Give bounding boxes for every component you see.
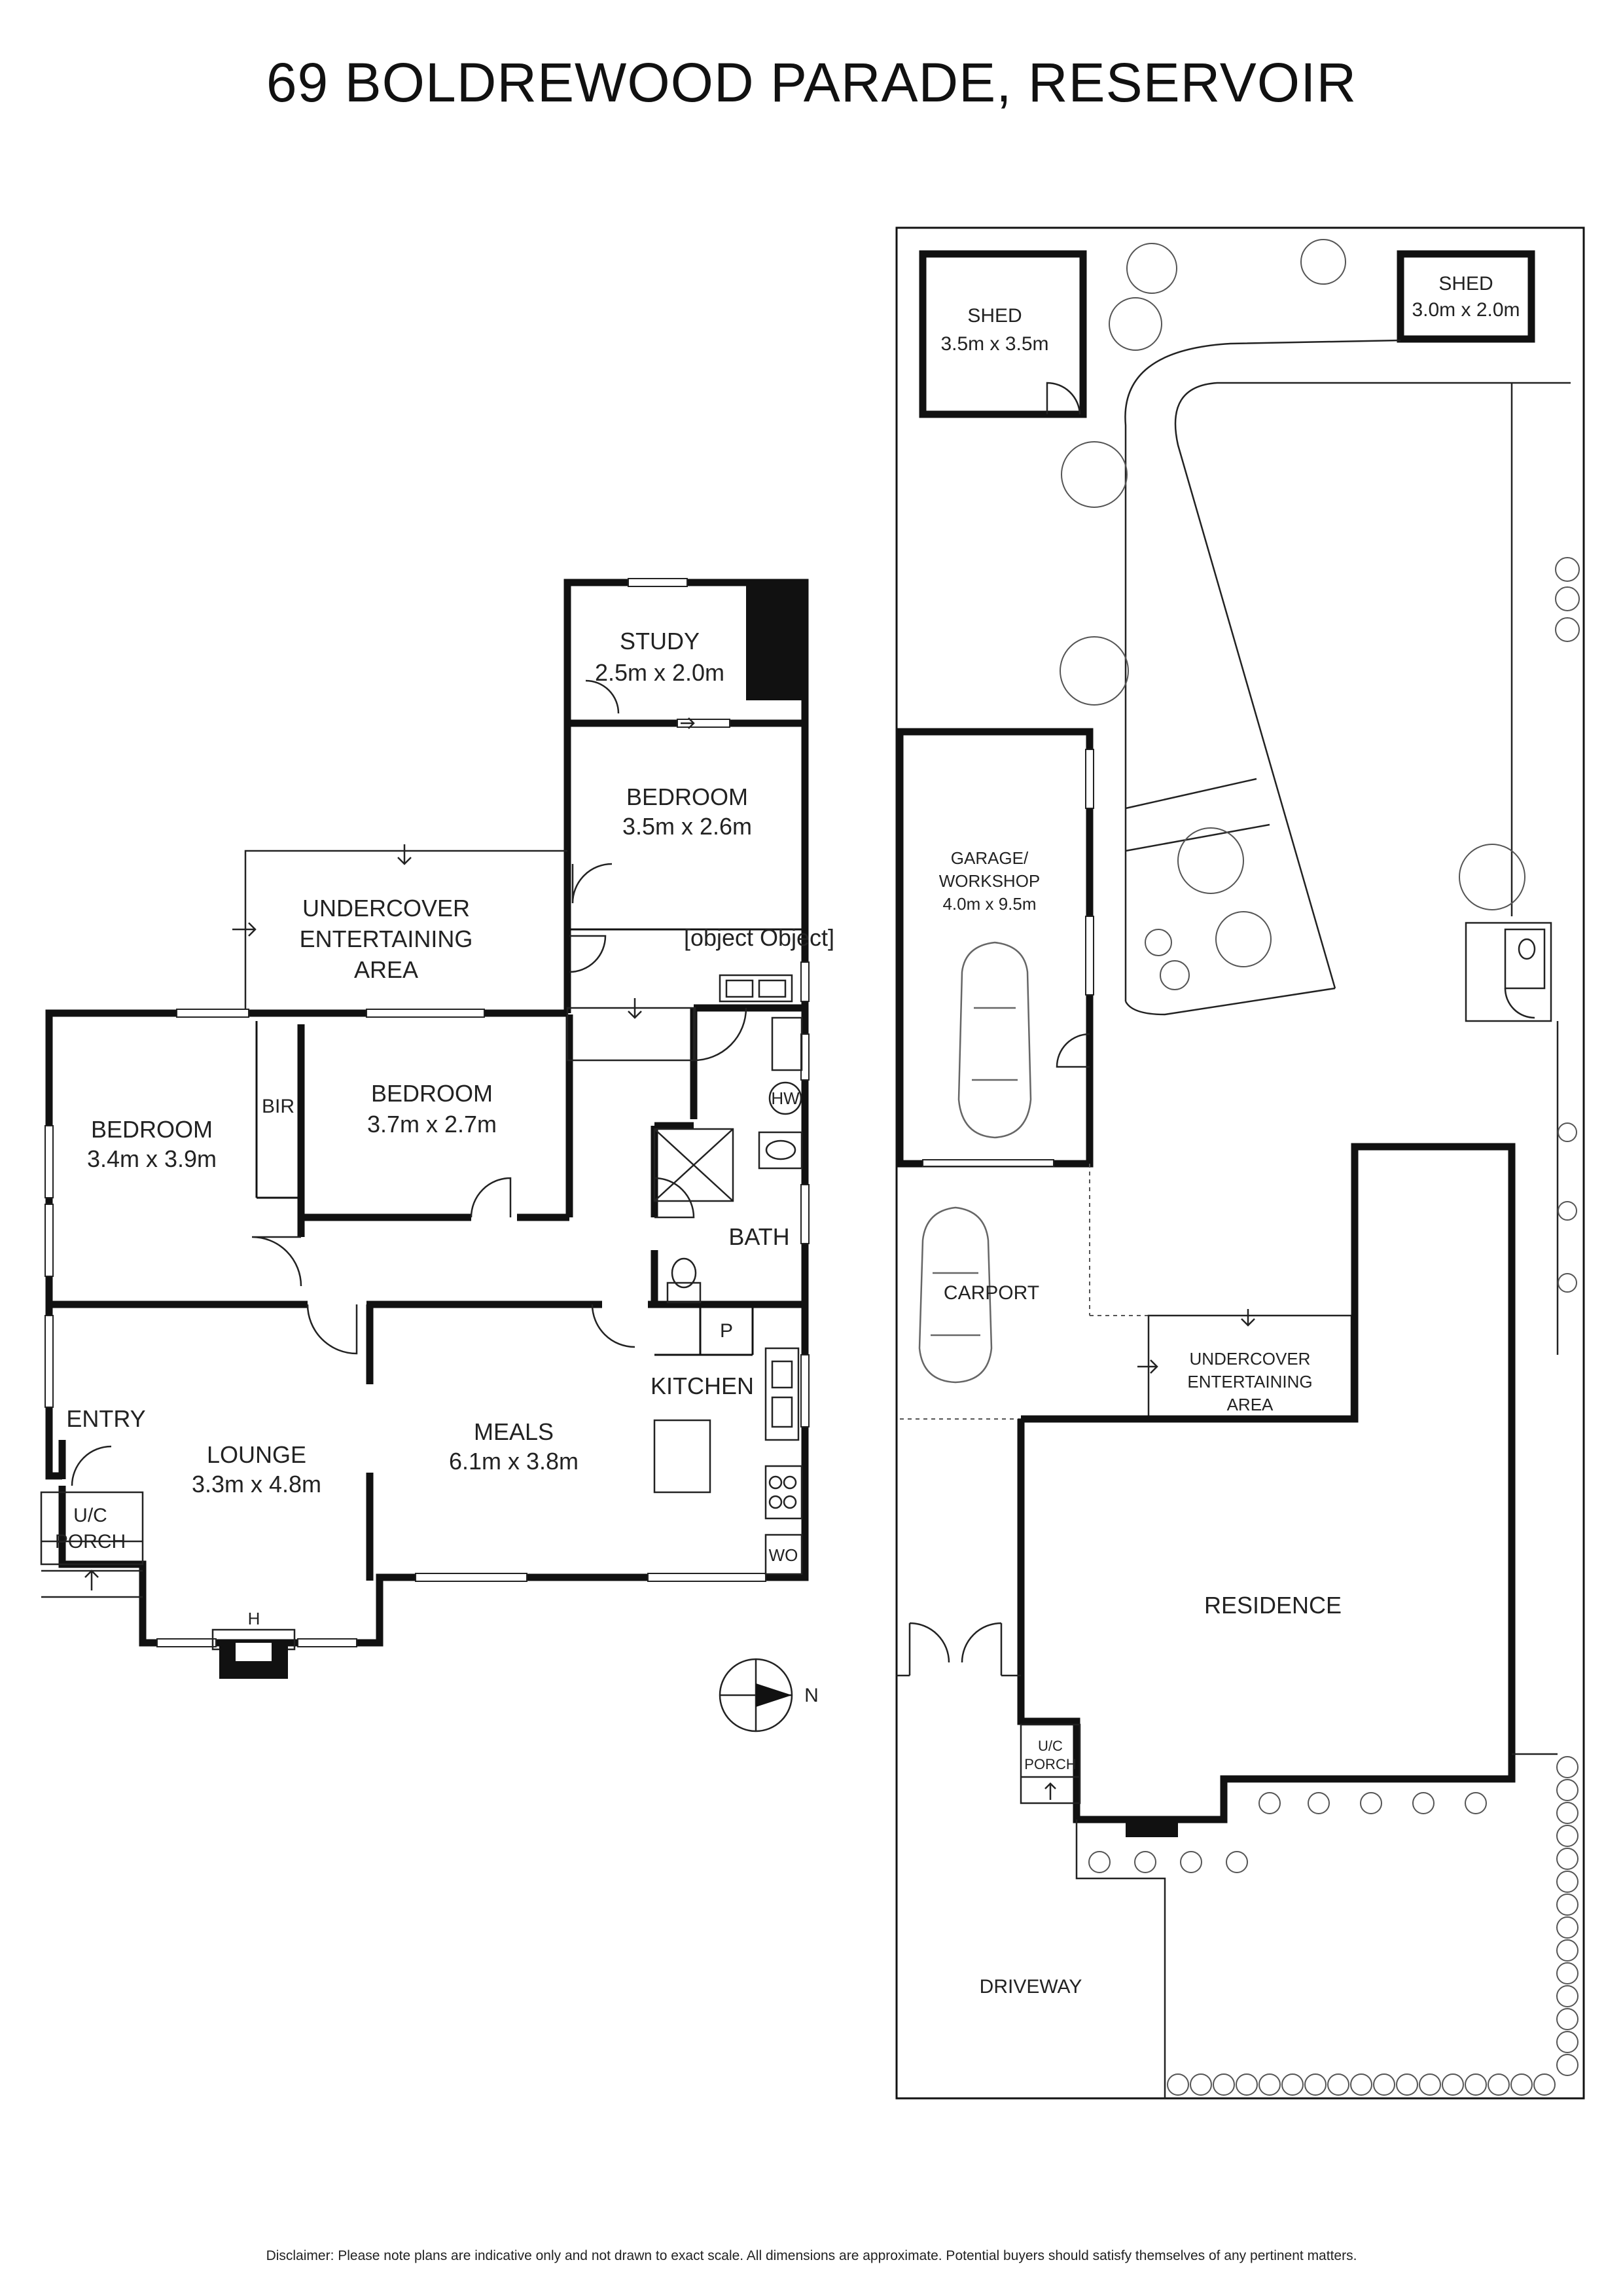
driveway-label: DRIVEWAY (980, 1976, 1082, 1998)
porch-line2: PORCH (55, 1531, 126, 1552)
shed-1-dims: 3.5m x 3.5m (940, 333, 1048, 355)
pantry-label: P (720, 1320, 733, 1342)
hw-label: HW (771, 1088, 800, 1108)
site-porch-line2: PORCH (1024, 1756, 1076, 1772)
shed-2 (1397, 250, 1535, 343)
room-bedroom-3-label: BEDROOM (91, 1116, 213, 1143)
undercover-line1: UNDERCOVER (302, 895, 470, 922)
room-bedroom-2-label: BEDROOM (371, 1080, 493, 1107)
disclaimer: Disclaimer: Please note plans are indica… (266, 2248, 1357, 2263)
room-bedroom-1-label: BEDROOM (626, 783, 748, 810)
room-study-dims: 2.5m x 2.0m (595, 659, 724, 686)
garage (896, 728, 1094, 1168)
shed-1-label: SHED (967, 305, 1022, 327)
room-entry-label: ENTRY (66, 1405, 145, 1432)
porch-line1: U/C (73, 1505, 107, 1526)
room-bedroom-1-dims: 3.5m x 2.6m (622, 813, 752, 840)
floor-plan: STUDY 2.5m x 2.0m BEDROOM 3.5m x 2.6m UN… (40, 578, 834, 1679)
site-undercover-line3: AREA (1227, 1395, 1274, 1414)
undercover-line3: AREA (354, 956, 418, 983)
residence-label: RESIDENCE (1204, 1592, 1342, 1619)
room-lounge-dims: 3.3m x 4.8m (192, 1471, 321, 1498)
site-porch-line1: U/C (1038, 1738, 1063, 1754)
shed-1 (919, 250, 1087, 418)
hedge (1167, 1756, 1578, 2096)
heater-label: H (248, 1609, 260, 1628)
undercover-line2: ENTERTAINING (300, 925, 473, 952)
room-bedroom-2-dims: 3.7m x 2.7m (367, 1111, 497, 1138)
room-meals-dims: 6.1m x 3.8m (449, 1448, 579, 1475)
wo-label: WO (769, 1545, 798, 1565)
compass-north-label: N (804, 1685, 819, 1706)
room-meals-label: MEALS (474, 1418, 554, 1445)
room-bedroom-3-dims: 3.4m x 3.9m (87, 1145, 217, 1172)
chimney-block (746, 583, 808, 700)
room-lounge-label: LOUNGE (207, 1441, 306, 1468)
compass: N (719, 1658, 819, 1732)
room-kitchen-label: KITCHEN (651, 1372, 754, 1399)
residence (1017, 1143, 1516, 1823)
bir-label: BIR (262, 1096, 294, 1117)
site-undercover-line1: UNDERCOVER (1190, 1349, 1311, 1369)
site-undercover-line2: ENTERTAINING (1187, 1372, 1312, 1391)
page-title: 69 BOLDREWOOD PARADE, RESERVOIR (266, 52, 1357, 113)
carport-label: CARPORT (944, 1282, 1039, 1304)
room-study-label: STUDY (620, 628, 700, 655)
site-plan: SHED 3.5m x 3.5m SHED 3.0m x 2.0m GARAGE… (895, 226, 1585, 2100)
garage-line2: WORKSHOP (939, 871, 1041, 891)
garage-line1: GARAGE/ (951, 848, 1029, 868)
garage-dims: 4.0m x 9.5m (942, 894, 1036, 914)
shed-2-dims: 3.0m x 2.0m (1412, 299, 1520, 321)
shed-2-label: SHED (1438, 273, 1493, 295)
room-laundry-label: [object Object] (684, 924, 834, 951)
room-bath-label: BATH (728, 1223, 789, 1250)
